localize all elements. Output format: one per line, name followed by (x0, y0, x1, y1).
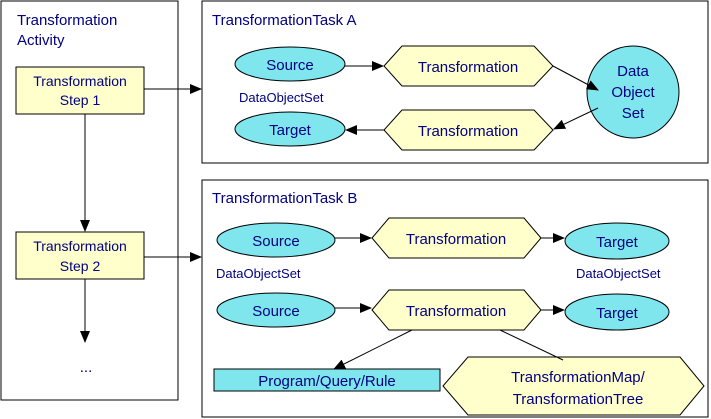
activity-frame (0, 0, 179, 401)
task-a-transformation-bottom-label: Transformation (418, 123, 518, 140)
arrow-a-transformation-to-dos (552, 65, 599, 91)
task-b-map-line2: TransformationTree (513, 391, 644, 408)
task-a-frame (201, 0, 709, 164)
task-a-source-label: Source (266, 57, 314, 74)
task-b-frame (201, 179, 709, 418)
task-b-source-2-label: Source (252, 303, 300, 320)
task-a-source[interactable]: Source (234, 46, 346, 82)
transformation-task-b-panel: TransformationTask B Source DataObjectSe… (201, 179, 709, 418)
task-b-source-2[interactable]: Source (216, 292, 336, 328)
activity-title-line2: Activity (17, 32, 65, 49)
task-a-title: TransformationTask A (212, 12, 357, 29)
transformation-task-a-panel: TransformationTask A Source DataObjectSe… (201, 0, 709, 164)
task-b-transformation-1[interactable]: Transformation (371, 217, 542, 259)
arrow-b-transformation2-to-program (333, 329, 413, 370)
transformation-step-1[interactable]: Transformation Step 1 (15, 66, 145, 115)
task-b-target-1[interactable]: Target (564, 222, 670, 260)
step1-label-line1: Transformation (33, 73, 127, 89)
task-b-title: TransformationTask B (212, 190, 357, 207)
task-a-dos-line3: Set (622, 105, 645, 122)
task-a-data-object-set[interactable]: Data Object Set (586, 45, 680, 139)
task-b-target-2-label: Target (596, 305, 639, 322)
task-a-target-label: Target (269, 122, 312, 139)
task-b-transformation-2[interactable]: Transformation (371, 289, 542, 331)
task-b-transformation-1-label: Transformation (406, 231, 506, 248)
ellipsis: ... (80, 359, 93, 376)
link-b-transformation2-to-map (499, 329, 564, 361)
task-a-dos-line2: Object (611, 84, 655, 101)
task-a-transformation-top-label: Transformation (418, 59, 518, 76)
task-b-source-1[interactable]: Source (216, 222, 336, 258)
task-a-dos-line1: Data (617, 63, 649, 80)
task-b-target-2[interactable]: Target (564, 293, 670, 331)
arrow-a-dos-to-transformation (553, 107, 599, 130)
transformation-step-2[interactable]: Transformation Step 2 (15, 231, 145, 280)
task-a-target[interactable]: Target (234, 111, 346, 147)
task-a-source-caption: DataObjectSet (239, 90, 324, 105)
task-b-program-query-rule[interactable]: Program/Query/Rule (213, 368, 441, 392)
activity-title-line1: Transformation (17, 12, 117, 29)
task-b-map-line1: TransformationMap/ (511, 369, 645, 386)
task-b-program-label: Program/Query/Rule (258, 373, 396, 390)
step2-label-line2: Step 2 (60, 258, 101, 274)
task-b-source-1-label: Source (252, 233, 300, 250)
task-a-transformation-bottom[interactable]: Transformation (383, 109, 554, 151)
task-b-target-1-caption: DataObjectSet (576, 266, 661, 281)
transformation-activity-panel: Transformation Activity Transformation S… (0, 0, 202, 401)
task-b-target-1-label: Target (596, 234, 639, 251)
task-b-transformation-2-label: Transformation (406, 303, 506, 320)
task-b-source-1-caption: DataObjectSet (216, 266, 301, 281)
task-b-transformation-map[interactable]: TransformationMap/ TransformationTree (442, 356, 705, 416)
step1-label-line2: Step 1 (60, 92, 101, 108)
step2-label-line1: Transformation (33, 238, 127, 254)
task-a-transformation-top[interactable]: Transformation (383, 45, 554, 87)
